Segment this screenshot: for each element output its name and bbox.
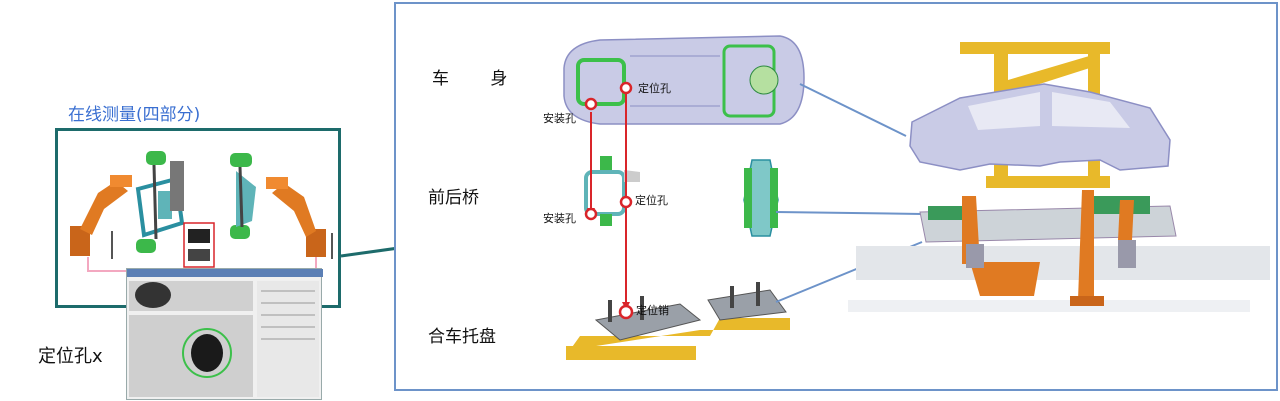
right-robot-icon bbox=[266, 177, 326, 257]
red-hole-markers bbox=[584, 81, 634, 320]
measurement-title: 在线测量(四部分) bbox=[68, 105, 201, 125]
locating-hole-x-label: 定位孔x bbox=[38, 346, 103, 367]
car-body-top-view-icon bbox=[563, 35, 805, 125]
locating-pin-label: 定位销 bbox=[636, 304, 669, 317]
pallet-icon bbox=[566, 282, 790, 360]
axle-standalone-icon bbox=[743, 159, 779, 237]
assembly-line-scene-icon bbox=[848, 42, 1270, 312]
computer-icon bbox=[183, 222, 215, 268]
mount-hole-label-axle: 安装孔 bbox=[543, 212, 576, 225]
camera-inspection-window bbox=[126, 268, 323, 400]
hole-inspection-image bbox=[127, 269, 323, 397]
left-axle-fixture-icon bbox=[135, 151, 185, 253]
locating-hole-label-axle: 定位孔 bbox=[635, 194, 668, 207]
mount-hole-label-body: 安装孔 bbox=[543, 112, 576, 125]
axle-assembly-icon bbox=[584, 156, 640, 226]
locating-hole-label-body: 定位孔 bbox=[638, 82, 671, 95]
row-label-body: 车 身 bbox=[432, 69, 526, 89]
row-label-axle: 前后桥 bbox=[428, 188, 479, 208]
measurement-station-illustration bbox=[70, 151, 333, 272]
row-label-pallet: 合车托盘 bbox=[428, 327, 496, 347]
left-robot-icon bbox=[70, 175, 132, 256]
right-axle-fixture-icon bbox=[230, 153, 256, 239]
